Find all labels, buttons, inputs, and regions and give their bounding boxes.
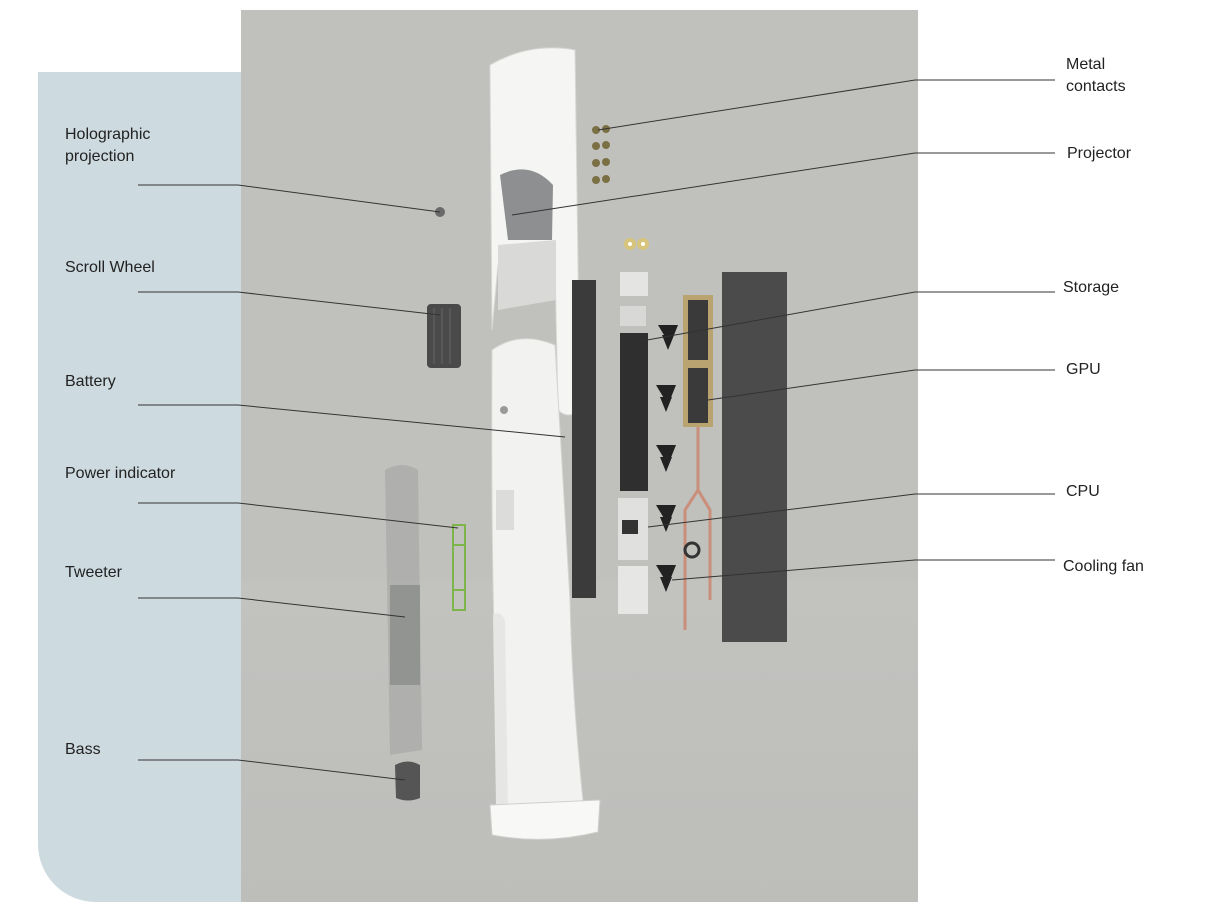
label-gpu: GPU <box>1066 361 1101 378</box>
label-scroll-wheel: Scroll Wheel <box>65 259 155 276</box>
io-chip <box>618 566 648 614</box>
projector-lens-rings <box>624 238 649 250</box>
cooling-fans <box>656 325 678 592</box>
label-projector: Projector <box>1067 145 1132 162</box>
label-bass: Bass <box>65 741 101 758</box>
leader-lines <box>138 79 1055 781</box>
label-cpu: CPU <box>1066 483 1100 500</box>
label-metal-contacts: Metal contacts <box>1066 56 1126 95</box>
pcb-back-plate <box>572 280 596 598</box>
label-power-indicator: Power indicator <box>65 465 176 482</box>
scroll-wheel-part <box>427 304 461 368</box>
label-battery: Battery <box>65 373 116 390</box>
label-holographic-projection: Holographic projection <box>65 126 151 165</box>
label-storage: Storage <box>1063 279 1120 296</box>
bass-part <box>395 761 420 801</box>
metal-contacts-part <box>592 125 610 184</box>
label-tweeter: Tweeter <box>65 564 122 581</box>
main-shell <box>489 47 601 840</box>
back-cover <box>722 272 787 642</box>
projector-chip <box>620 272 648 296</box>
storage-chip <box>620 306 646 326</box>
render-floor <box>241 580 918 902</box>
power-indicator-part <box>452 524 466 611</box>
gpu-board <box>683 295 713 630</box>
memory-strip <box>620 333 648 491</box>
label-cooling-fan: Cooling fan <box>1063 558 1144 575</box>
tweeter-part <box>385 465 422 755</box>
